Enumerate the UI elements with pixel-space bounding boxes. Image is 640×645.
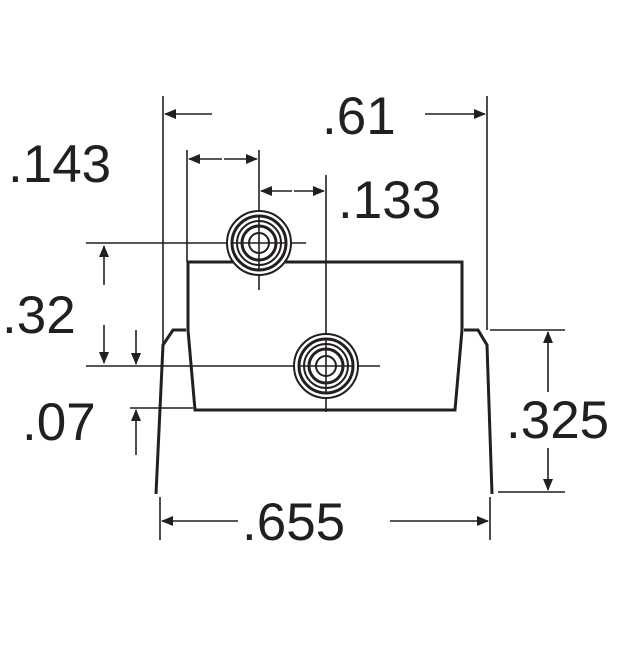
left-lead	[154, 328, 186, 495]
upper-hole-icon	[226, 210, 292, 276]
dim-label-hole-spacing: .133	[338, 171, 441, 230]
lower-hole-icon	[293, 333, 359, 399]
dim-label-left-hole-offset: .143	[8, 135, 111, 194]
dim-label-lead-height: .325	[506, 391, 609, 450]
dim-label-hole-vertical-spacing: .32	[2, 286, 76, 345]
dim-label-overall-width-top: .61	[322, 87, 396, 146]
right-lead	[464, 328, 494, 495]
dim-label-overall-width-bottom: .655	[242, 493, 345, 552]
dim-label-body-standoff: .07	[22, 393, 96, 452]
